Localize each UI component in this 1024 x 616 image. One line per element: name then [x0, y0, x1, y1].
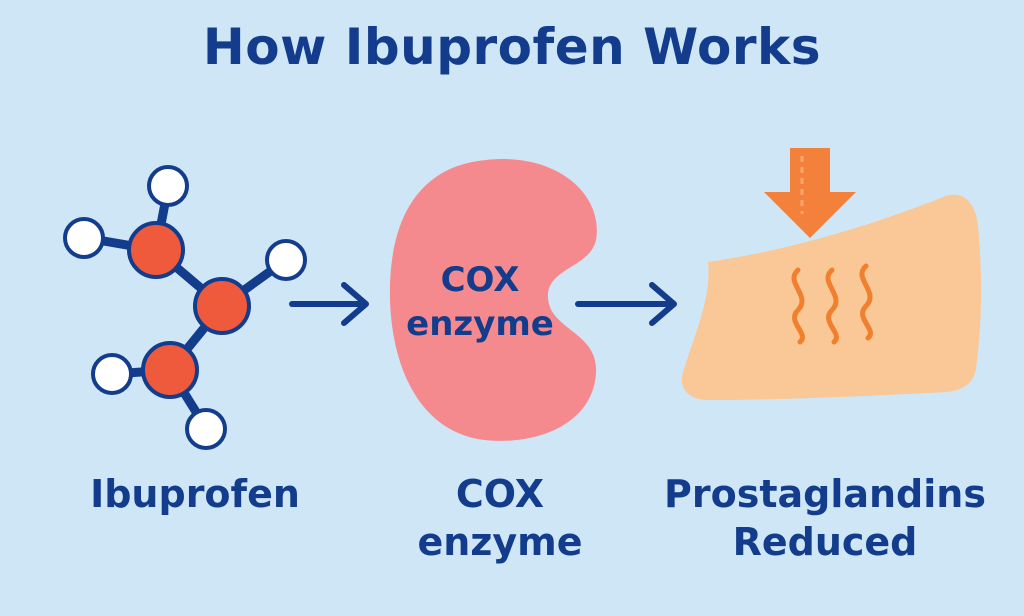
cox-enzyme-icon — [389, 159, 597, 441]
right-arrow-icon — [575, 282, 677, 326]
carbon-atom — [193, 277, 251, 335]
step-label-line: Ibuprofen — [90, 472, 300, 516]
down-arrow-icon — [764, 148, 856, 238]
hydrogen-atom — [147, 165, 189, 207]
heat-waves-icon — [791, 263, 873, 345]
hydrogen-atom — [91, 353, 133, 395]
page-title: How Ibuprofen Works — [202, 18, 822, 76]
inflamed-tissue-icon — [681, 194, 982, 400]
carbon-atom — [127, 221, 185, 279]
step-label-line: enzyme — [417, 520, 583, 564]
step-label-line: COX — [455, 472, 545, 516]
enzyme-inner-line-1: COX — [440, 260, 520, 300]
enzyme-inner-line-2: enzyme — [406, 304, 554, 344]
step-label-line: Prostaglandins — [664, 472, 986, 516]
step-label-line: Reduced — [732, 520, 918, 564]
enzyme-inner-label: COX enzyme — [396, 258, 564, 346]
hydrogen-atom — [63, 217, 105, 259]
right-arrow-icon — [289, 282, 369, 326]
step-label-prostaglandins: Prostaglandins Reduced — [640, 470, 1010, 566]
carbon-atom — [141, 341, 199, 399]
hydrogen-atom — [185, 408, 227, 450]
step-label-ibuprofen: Ibuprofen — [40, 470, 350, 518]
step-label-cox-enzyme: COX enzyme — [380, 470, 620, 566]
ibuprofen-molecule-icon — [63, 165, 307, 450]
hydrogen-atom — [265, 239, 307, 281]
